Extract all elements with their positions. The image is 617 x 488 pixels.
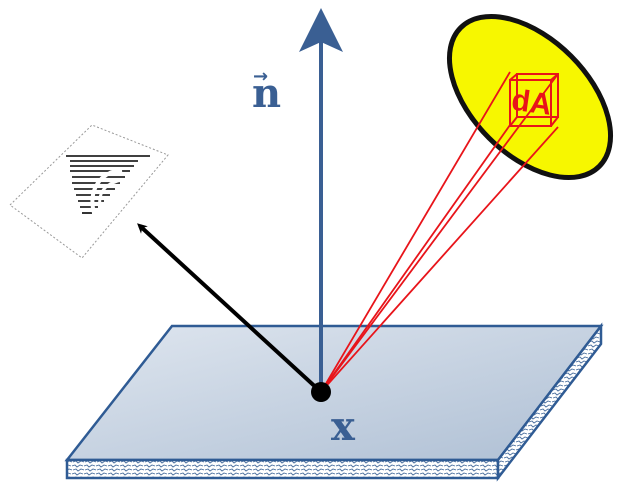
normal-label-text: n [252,70,281,117]
eye-icon [9,124,169,259]
area-element-box [509,73,559,127]
plate-side-edge [496,322,603,482]
normal-label-arrow: → [253,66,268,87]
normal-arrowhead [299,8,343,52]
surface-point [311,382,331,402]
area-element-label: dA [510,84,554,122]
light-source [446,13,614,181]
ray-line-4 [320,126,559,393]
plate-front-edge [65,458,500,480]
ray-line-3 [320,124,511,393]
view-direction-arrow [137,223,323,394]
normal-label: n → [252,66,281,117]
point-label: x [331,403,356,450]
ray-line-1 [320,71,511,393]
light-source-ellipse [446,13,614,181]
view-arrow-line [137,223,323,394]
normal-vector [299,8,343,392]
surface-plate [64,322,604,482]
